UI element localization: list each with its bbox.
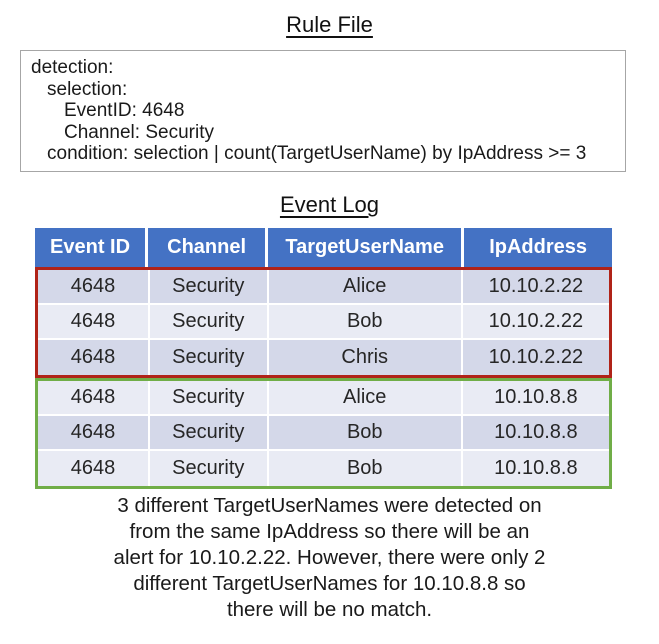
caption-line: from the same IpAddress so there will be…: [129, 520, 530, 543]
caption-line: there will be no match.: [226, 598, 433, 621]
rule-line: EventID: 4648: [64, 100, 185, 122]
table-cell: Security: [149, 451, 269, 486]
table-cell: 4648: [38, 340, 150, 375]
table-row: 4648 Security Alice 10.10.2.22: [38, 270, 609, 305]
table-cell: Alice: [268, 270, 463, 303]
caption-line: alert for 10.10.2.22. However, there wer…: [113, 546, 546, 569]
no-match-group-outline: 4648 Security Alice 10.10.8.8 4648 Secur…: [35, 378, 612, 489]
rule-line: Channel: Security: [64, 121, 214, 143]
header-cell-event-id: Event ID: [35, 228, 149, 267]
table-row: 4648 Security Chris 10.10.2.22: [38, 340, 609, 375]
table-cell: Security: [149, 305, 269, 338]
table-header-row: Event ID Channel TargetUserName IpAddres…: [35, 228, 612, 267]
rule-line: detection:: [31, 57, 114, 78]
header-cell-channel: Channel: [148, 228, 269, 267]
table-cell: 10.10.2.22: [462, 270, 609, 303]
table-cell: 4648: [38, 270, 150, 303]
table-cell: 10.10.2.22: [462, 340, 609, 375]
table-row: 4648 Security Alice 10.10.8.8: [38, 381, 609, 416]
table-row: 4648 Security Bob 10.10.8.8: [38, 451, 609, 486]
alert-group-outline: 4648 Security Alice 10.10.2.22 4648 Secu…: [35, 267, 612, 378]
table-cell: 10.10.2.22: [462, 305, 609, 338]
table-cell: 4648: [38, 305, 150, 338]
table-cell: Security: [149, 416, 269, 449]
header-cell-ipaddress: IpAddress: [464, 228, 612, 267]
table-cell: Security: [149, 340, 269, 375]
table-row: 4648 Security Bob 10.10.2.22: [38, 305, 609, 340]
table-cell: 10.10.8.8: [462, 381, 609, 414]
table-cell: Security: [149, 270, 269, 303]
table-cell: Bob: [268, 451, 463, 486]
caption-line: different TargetUserNames for 10.10.8.8 …: [133, 572, 526, 595]
table-cell: Security: [149, 381, 269, 414]
table-cell: Bob: [268, 305, 463, 338]
header-cell-targetusername: TargetUserName: [268, 228, 465, 267]
rule-file-title: Rule File: [286, 12, 373, 37]
rule-line: selection:: [47, 78, 128, 100]
rule-line: condition: selection | count(TargetUserN…: [47, 143, 587, 165]
event-log-table: Event ID Channel TargetUserName IpAddres…: [35, 228, 612, 489]
table-cell: 4648: [38, 381, 150, 414]
event-log-title: Event Log: [279, 192, 380, 217]
table-row: 4648 Security Bob 10.10.8.8: [38, 416, 609, 451]
caption-line: 3 different TargetUserNames were detecte…: [117, 494, 542, 517]
table-cell: 10.10.8.8: [462, 416, 609, 449]
rule-file-box: detection: selection: EventID: 4648 Chan…: [20, 50, 626, 172]
table-cell: 10.10.8.8: [462, 451, 609, 486]
table-cell: 4648: [38, 416, 150, 449]
table-cell: Alice: [268, 381, 463, 414]
table-cell: Bob: [268, 416, 463, 449]
explanation-caption: 3 different TargetUserNames were detecte…: [0, 493, 659, 623]
table-cell: 4648: [38, 451, 150, 486]
table-cell: Chris: [268, 340, 463, 375]
